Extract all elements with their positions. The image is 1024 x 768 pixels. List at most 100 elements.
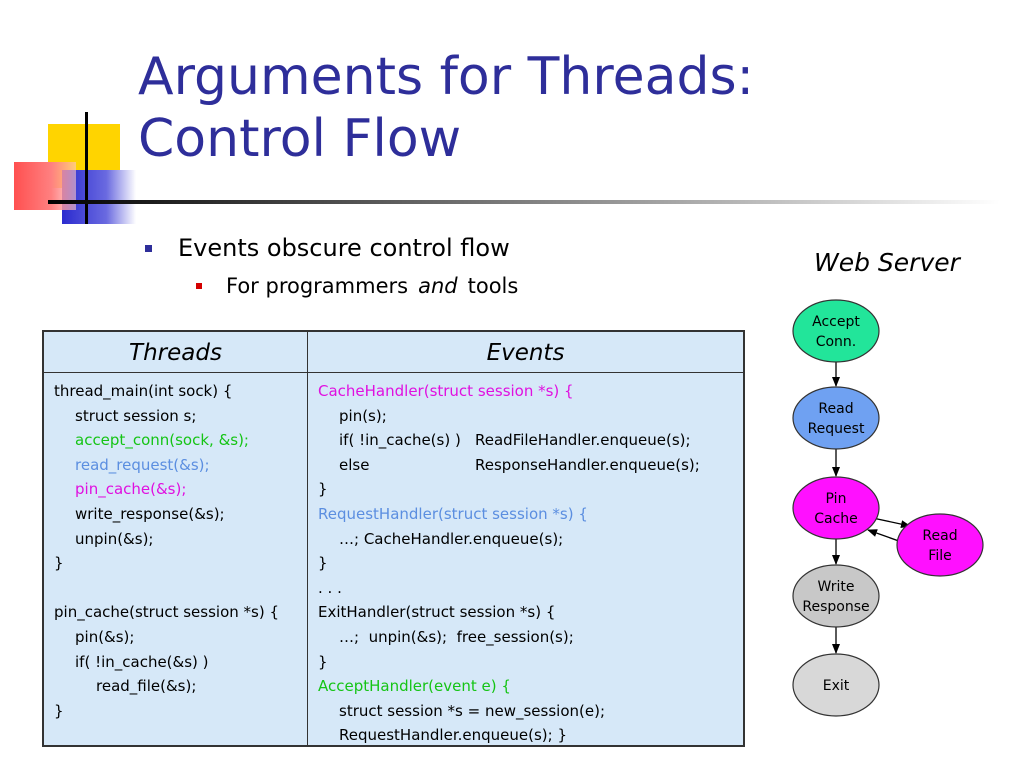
threads-code-line-text: read_request(&s); — [75, 455, 210, 474]
slide-title-line-2: Control Flow — [138, 109, 462, 169]
flow-node-label: Response — [802, 599, 869, 615]
sub-bullet-text-pre: For programmers — [226, 274, 409, 298]
slide-title: Arguments for Threads: Control Flow — [138, 46, 998, 170]
flow-node-shape — [792, 386, 880, 450]
events-code-line-text: if( !in_cache(s) ) — [339, 431, 461, 450]
flow-node-shape — [792, 476, 880, 540]
events-code-line-text: struct session *s = new_session(e); — [339, 701, 605, 720]
sub-bullet-text-post: tools — [467, 274, 519, 298]
flow-node-label: Pin — [826, 491, 847, 507]
sub-bullet-square-icon — [196, 283, 202, 289]
threads-code-line: read_request(&s); — [54, 453, 307, 478]
events-code-line-text: …; unpin(&s); free_session(s); — [339, 627, 574, 646]
threads-code-line-text: thread_main(int sock) { — [54, 382, 233, 400]
threads-code-line: unpin(&s); — [54, 527, 307, 552]
flow-node-label: Request — [808, 421, 865, 437]
threads-code-line: pin_cache(struct session *s) { — [54, 600, 307, 625]
threads-code-line-text: pin_cache(struct session *s) { — [54, 603, 280, 622]
flow-node-shape — [896, 513, 984, 577]
flow-node-shape — [792, 299, 880, 363]
events-code-line: } — [318, 551, 743, 576]
flow-node-label: Accept — [812, 314, 860, 330]
slide-title-line-1: Arguments for Threads: — [138, 47, 755, 107]
threads-column: Threads thread_main(int sock) { struct se… — [44, 332, 308, 745]
flow-node-label: File — [928, 548, 951, 564]
threads-code-line: pin(&s); — [54, 625, 307, 650]
threads-code-line — [54, 576, 307, 601]
code-comparison-table: Threads thread_main(int sock) { struct se… — [42, 330, 745, 747]
threads-code-line-text: write_response(&s); — [75, 504, 225, 523]
bullet-square-icon — [145, 244, 152, 252]
events-column: Events CacheHandler(struct session *s) {… — [308, 332, 743, 745]
threads-code-line: read_file(&s); — [54, 674, 307, 699]
events-code-line-tail: ReadFileHandler.enqueue(s); — [475, 431, 691, 450]
title-divider — [48, 200, 1000, 204]
flow-node-label: Exit — [823, 678, 850, 694]
flow-node-label: Conn. — [816, 334, 857, 350]
flow-node-label: Write — [818, 579, 855, 595]
flow-node-shape — [792, 564, 880, 628]
events-code-line: . . . — [318, 576, 743, 601]
threads-code-line-text: pin_cache(&s); — [75, 480, 187, 499]
threads-code-line-text: unpin(&s); — [75, 529, 154, 548]
events-code-line: …; CacheHandler.enqueue(s); — [318, 527, 743, 552]
threads-code-line: write_response(&s); — [54, 502, 307, 527]
events-code-line-text: RequestHandler(struct session *s) { — [318, 504, 588, 523]
events-code-line: struct session *s = new_session(e); — [318, 699, 743, 724]
threads-code-line: } — [54, 551, 307, 576]
threads-code-line: thread_main(int sock) { — [54, 379, 307, 404]
events-code-line: RequestHandler(struct session *s) { — [318, 502, 743, 527]
diagram-title: Web Server — [814, 248, 960, 277]
events-code-line-text: } — [318, 554, 328, 573]
bullet-events-obscure: Events obscure control flow — [145, 234, 510, 262]
events-code-line-text: pin(s); — [339, 406, 387, 425]
flow-node-label: Read — [818, 401, 853, 417]
threads-code-line-text: } — [54, 701, 64, 720]
events-header: Events — [308, 332, 743, 373]
flow-node-exit: Exit — [792, 653, 880, 717]
flow-arrow — [867, 529, 911, 546]
events-code-line-text: AcceptHandler(event e) { — [318, 677, 511, 696]
threads-header: Threads — [44, 332, 307, 373]
events-code-line: if( !in_cache(s) ) ReadFileHandler.enqueu… — [318, 428, 743, 453]
events-code-line-text: } — [318, 652, 328, 671]
flow-arrow — [867, 516, 911, 529]
sub-bullet-programmers: For programmers and tools — [196, 274, 518, 298]
events-code-line: RequestHandler.enqueue(s); } — [318, 723, 743, 748]
events-code-line: } — [318, 650, 743, 675]
vertical-line-decoration — [85, 112, 88, 224]
events-code-line-text: } — [318, 480, 328, 499]
events-code-line: AcceptHandler(event e) { — [318, 674, 743, 699]
events-code-line: CacheHandler(struct session *s) { — [318, 379, 743, 404]
events-code-line-text: RequestHandler.enqueue(s); } — [339, 726, 567, 745]
flow-node-label: Read — [922, 528, 957, 544]
threads-code-line-text: struct session s; — [75, 406, 197, 425]
threads-code-line-text: } — [54, 554, 64, 573]
events-code-line-text: . . . — [318, 578, 342, 597]
events-code-line: } — [318, 477, 743, 502]
threads-code-line-text: read_file(&s); — [96, 677, 197, 696]
flow-node-shape — [792, 653, 880, 717]
events-code-line: …; unpin(&s); free_session(s); — [318, 625, 743, 650]
threads-code-line: accept_conn(sock, &s); — [54, 428, 307, 453]
threads-code-line-text: accept_conn(sock, &s); — [75, 431, 249, 450]
events-code-line: pin(s); — [318, 404, 743, 429]
flow-node-readfile: ReadFile — [896, 513, 984, 577]
threads-code-line: if( !in_cache(&s) ) — [54, 650, 307, 675]
events-code: CacheHandler(struct session *s) { pin(s);… — [308, 373, 743, 748]
events-code-line-text: …; CacheHandler.enqueue(s); — [339, 529, 564, 548]
threads-code-line-text: if( !in_cache(&s) ) — [75, 652, 209, 671]
threads-code-line: } — [54, 699, 307, 724]
events-code-line-tail: ResponseHandler.enqueue(s); — [475, 455, 700, 474]
sub-bullet-text-em: and — [418, 274, 458, 298]
threads-code-line: struct session s; — [54, 404, 307, 429]
threads-code: thread_main(int sock) { struct session s;… — [44, 373, 307, 723]
events-code-line-text: CacheHandler(struct session *s) { — [318, 382, 574, 400]
flow-node-label: Cache — [814, 511, 858, 527]
threads-code-line-text: pin(&s); — [75, 627, 135, 646]
